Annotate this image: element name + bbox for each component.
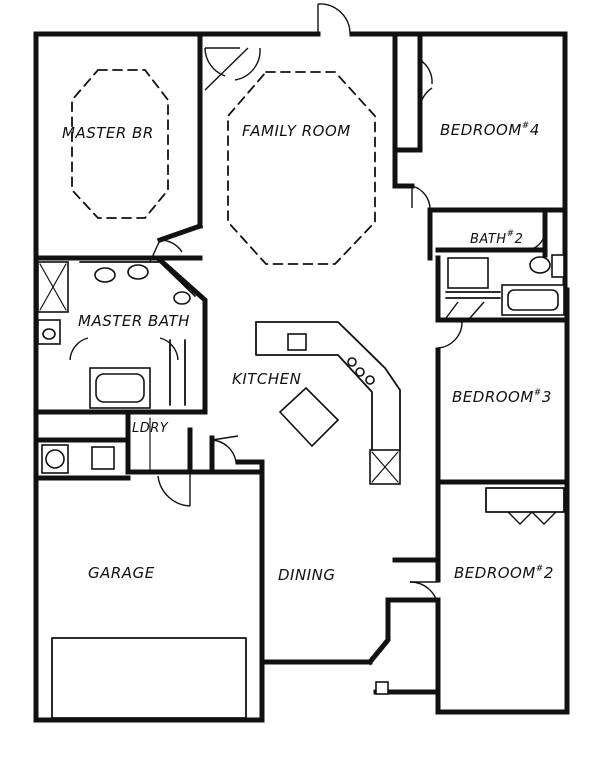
ceiling-outlines <box>71 69 376 265</box>
room-laundry: LDRY <box>132 421 169 436</box>
room-master-bath: MASTER BATH <box>78 312 190 330</box>
room-bedroom-4: BEDROOM#4 <box>440 121 540 139</box>
room-bath-2-mark: # <box>507 229 515 239</box>
interior-walls <box>33 31 570 583</box>
room-bath-2-name: BATH <box>470 232 507 247</box>
exterior-walls <box>33 31 570 723</box>
fixtures <box>37 254 565 719</box>
room-bedroom-4-number: 4 <box>530 121 540 139</box>
room-bedroom-2-number: 2 <box>544 564 554 582</box>
room-family-room: FAMILY ROOM <box>242 122 351 140</box>
room-dining: DINING <box>278 566 335 584</box>
room-bedroom-3-mark: # <box>534 388 542 398</box>
room-bedroom-3: BEDROOM#3 <box>452 388 552 406</box>
room-labels: MASTER BR FAMILY ROOM BEDROOM#4 BATH#2 M… <box>62 121 554 584</box>
room-bedroom-3-number: 3 <box>542 388 552 406</box>
room-bedroom-4-mark: # <box>522 121 530 131</box>
room-bedroom-2-mark: # <box>536 564 544 574</box>
room-bedroom-2-name: BEDROOM <box>454 564 536 582</box>
room-bedroom-3-name: BEDROOM <box>452 388 534 406</box>
room-kitchen: KITCHEN <box>232 370 301 388</box>
room-bath-2-number: 2 <box>515 232 524 247</box>
room-bedroom-2: BEDROOM#2 <box>454 564 554 582</box>
doors <box>69 3 557 607</box>
room-master-br: MASTER BR <box>62 124 154 142</box>
room-bath-2: BATH#2 <box>470 229 523 247</box>
room-garage: GARAGE <box>88 564 155 582</box>
room-bedroom-4-name: BEDROOM <box>440 121 522 139</box>
